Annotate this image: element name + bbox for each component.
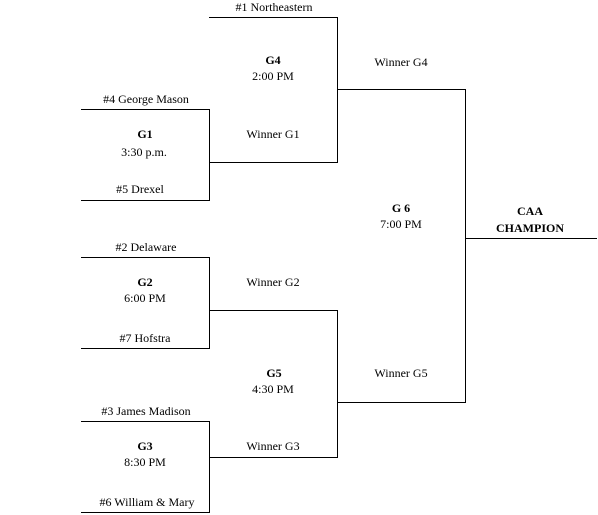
game-g2-name: G2 (137, 275, 153, 289)
game-g1-name: G1 (137, 127, 153, 141)
game-g3-time: 8:30 PM (124, 455, 166, 469)
team-hofstra: #7 Hofstra (119, 331, 171, 345)
winner-g5-label: Winner G5 (374, 366, 428, 380)
game-g5-name: G5 (266, 366, 282, 380)
game-g5-time: 4:30 PM (252, 382, 294, 396)
champion-line2: CHAMPION (496, 221, 564, 235)
game-g1-time: 3:30 p.m. (121, 145, 167, 159)
team-george-mason: #4 George Mason (103, 92, 189, 106)
game-g2-time: 6:00 PM (124, 291, 166, 305)
winner-g3-label: Winner G3 (246, 439, 300, 453)
game-g3-name: G3 (137, 439, 153, 453)
game-g6-name: G 6 (391, 201, 411, 215)
game-g6-time: 7:00 PM (380, 217, 422, 231)
winner-g2-label: Winner G2 (246, 275, 300, 289)
champion-line1: CAA (517, 204, 543, 218)
team-james-madison: #3 James Madison (101, 404, 191, 418)
game-g4-time: 2:00 PM (252, 69, 294, 83)
team-drexel: #5 Drexel (116, 182, 164, 196)
team-northeastern: #1 Northeastern (235, 0, 313, 14)
champion-label: CAA CHAMPION (496, 203, 564, 237)
winner-g1-label: Winner G1 (246, 127, 300, 141)
team-william-mary: #6 William & Mary (99, 495, 195, 509)
game-g4-name: G4 (265, 53, 281, 67)
team-delaware: #2 Delaware (115, 240, 177, 254)
winner-g4-label: Winner G4 (374, 55, 428, 69)
